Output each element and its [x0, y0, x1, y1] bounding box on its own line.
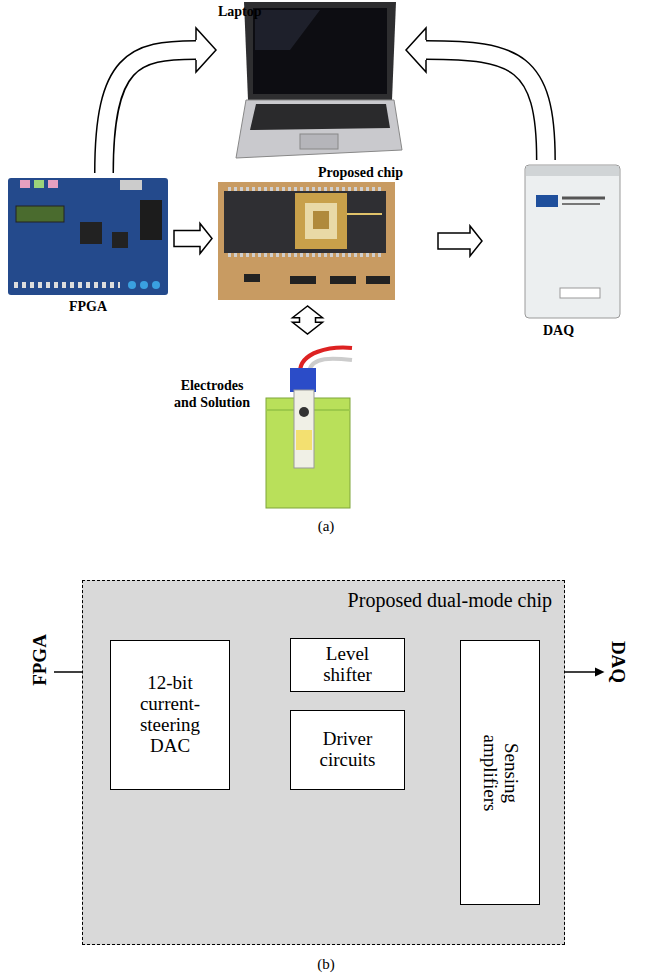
block-arrow: [293, 306, 323, 334]
push-button: [128, 281, 136, 289]
electrode-label-pad: [296, 430, 312, 450]
curved-arrow-head: [196, 28, 216, 72]
photo-label: Proposed chip: [318, 165, 403, 182]
daq-case: [525, 165, 620, 318]
chip-photo: Proposed chip: [218, 182, 395, 300]
laptop-base: [236, 100, 402, 158]
laptop-touchpad: [300, 134, 338, 149]
push-button: [140, 281, 148, 289]
block-arrow-connector: [293, 306, 323, 334]
photo-label: Laptop: [218, 4, 262, 21]
header: [330, 276, 356, 284]
daq-print: [562, 197, 605, 200]
daq-photo: DAQ: [525, 165, 620, 318]
block-arrow-connector: [438, 226, 482, 256]
process-box: Sensing amplifiers: [460, 640, 540, 905]
header: [290, 276, 316, 284]
gold-wire: [347, 213, 382, 215]
photo-label: DAQ: [543, 323, 574, 340]
die-pad: [305, 203, 337, 239]
push-button: [152, 281, 160, 289]
arrow-head: [595, 668, 605, 677]
process-box: Level shifter: [290, 638, 405, 692]
header: [366, 276, 390, 284]
daq-sticker: [560, 288, 600, 298]
daq-logo: [536, 195, 558, 207]
laptop-lid: [244, 2, 396, 100]
curved-arrow-body: [104, 50, 196, 173]
dip-package: [224, 191, 386, 253]
daq-illustration: [525, 165, 620, 318]
photo-label: FPGA: [8, 299, 168, 316]
expansion-header: [140, 200, 162, 240]
usb-connector: [120, 180, 142, 190]
fpga-pcb: [8, 178, 168, 295]
pin-row: [228, 187, 384, 191]
panel-label: (a): [318, 518, 335, 535]
photo-label: Electrodes and Solution: [170, 378, 254, 412]
block-arrow-connector: [104, 28, 216, 173]
box-label: Level shifter: [313, 644, 383, 686]
audio-jack: [48, 180, 58, 188]
screen-reflection: [255, 10, 320, 50]
box-label: Sensing amplifiers: [479, 718, 521, 828]
daq-top-strip: [526, 166, 619, 176]
electrode-photo: Electrodes and Solution: [262, 340, 353, 510]
electrode-holder: [290, 368, 316, 392]
curved-arrow-outline: [426, 50, 546, 160]
fpga-chip: [80, 222, 102, 244]
block-arrow-connector: [406, 28, 546, 160]
curved-arrow-body: [426, 50, 546, 160]
chip-title: Proposed dual-mode chip: [348, 589, 552, 612]
laptop-photo: Laptop: [222, 0, 400, 162]
pin-row: [228, 253, 384, 257]
fpga-board-illustration: [8, 178, 168, 295]
electrode-strip: [294, 390, 314, 468]
signal-label: DAQ: [608, 641, 629, 683]
panel-label: (b): [317, 956, 335, 973]
block-arrow-connector: [174, 224, 212, 254]
laptop-screen: [253, 8, 387, 94]
electrode-site: [299, 407, 309, 417]
curved-arrow-head: [406, 28, 426, 72]
box-label: Driver circuits: [313, 729, 383, 771]
block-arrow: [438, 226, 482, 256]
box-label: 12-bit current-steering DAC: [130, 673, 210, 757]
header: [244, 274, 260, 282]
chip-board-illustration: [218, 182, 395, 300]
daq-print: [562, 203, 600, 205]
pcb: [218, 182, 395, 300]
laptop-illustration: [236, 2, 402, 158]
die: [313, 211, 329, 229]
audio-jack: [34, 180, 44, 188]
laptop-keyboard: [250, 104, 390, 130]
switch-row: [14, 282, 120, 288]
audio-jack: [20, 180, 30, 188]
signal-label: FPGA: [30, 634, 51, 686]
curved-arrow-outline: [104, 50, 196, 173]
electrode-illustration: [266, 348, 352, 508]
fpga-photo: FPGA: [8, 178, 168, 295]
die-cavity: [295, 193, 347, 249]
chip-boundary: Proposed dual-mode chip 12-bit current-st…: [82, 580, 565, 945]
lcd: [16, 206, 64, 222]
process-box: 12-bit current-steering DAC: [110, 640, 230, 790]
memory-chip: [112, 232, 128, 248]
block-arrow: [174, 224, 212, 254]
process-box: Driver circuits: [290, 710, 405, 790]
